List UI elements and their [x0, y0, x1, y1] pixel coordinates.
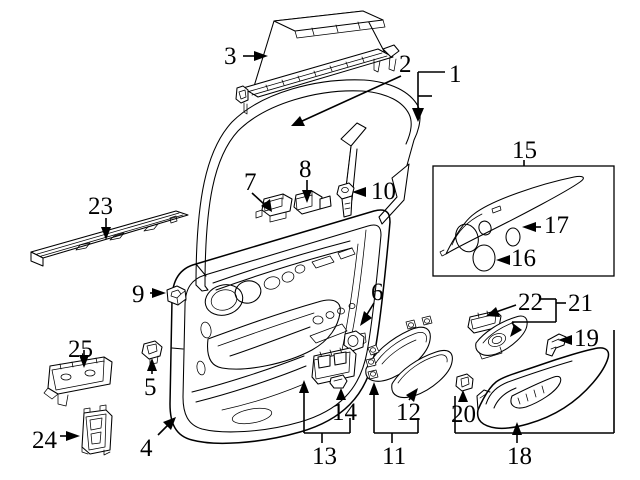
callout-label-25[interactable]: 25: [68, 336, 93, 363]
callout-label-3[interactable]: 3: [224, 43, 237, 70]
leader-10: [352, 187, 366, 197]
leader-8: [302, 180, 312, 203]
leader-12: [406, 388, 418, 402]
part-23-belt-molding: [30, 210, 189, 267]
leader-11: [369, 382, 419, 443]
leader-7: [251, 192, 272, 212]
callout-label-13[interactable]: 13: [312, 443, 337, 470]
callout-label-18[interactable]: 18: [507, 443, 532, 470]
leader-3: [243, 51, 268, 61]
leader-20: [458, 390, 468, 402]
callout-label-20[interactable]: 20: [451, 401, 476, 428]
callout-label-4[interactable]: 4: [140, 435, 153, 462]
part-10-screw-pin: [336, 182, 355, 218]
leader-23: [101, 218, 111, 240]
callout-label-10[interactable]: 10: [371, 178, 396, 205]
callout-label-6[interactable]: 6: [371, 279, 384, 306]
leader-17: [522, 222, 541, 232]
leader-24: [60, 431, 80, 441]
callout-label-12[interactable]: 12: [396, 399, 421, 426]
part-11-inside-handle: [365, 315, 433, 382]
part-18-armrest: [476, 347, 610, 430]
part-3-sunshade: [235, 10, 400, 115]
callout-label-11[interactable]: 11: [382, 443, 407, 470]
leader-5: [147, 358, 157, 374]
leader-1: [412, 71, 445, 122]
leader-2: [291, 75, 402, 126]
callout-label-5[interactable]: 5: [144, 374, 157, 401]
part-5-retainer-clip: [141, 340, 163, 365]
callout-label-7[interactable]: 7: [244, 169, 257, 196]
callout-label-16[interactable]: 16: [511, 245, 536, 272]
leader-14: [336, 388, 346, 400]
callout-label-17[interactable]: 17: [544, 212, 569, 239]
part-9-grommet: [166, 285, 187, 306]
leader-4: [157, 417, 176, 436]
part-4-door-trim-panel: [169, 209, 391, 445]
leader-19: [558, 335, 572, 345]
part-14-switch-cap: [329, 374, 348, 389]
callout-label-1[interactable]: 1: [449, 61, 462, 88]
leader-22: [486, 304, 517, 317]
callout-label-23[interactable]: 23: [88, 193, 113, 220]
part-25-switch-module: [43, 356, 113, 407]
part-13-window-switch: [311, 347, 357, 385]
part-8-retainer-clip: [293, 190, 332, 215]
callout-label-24[interactable]: 24: [32, 427, 57, 454]
leader-18: [454, 330, 615, 443]
part-7-clip-bracket: [255, 193, 293, 223]
leader-6: [360, 302, 375, 326]
part-19-armrest-cap: [545, 333, 567, 357]
callout-label-19[interactable]: 19: [574, 325, 599, 352]
callout-label-14[interactable]: 14: [332, 399, 357, 426]
part-20-screw-cover-plug: [455, 373, 474, 392]
part-6-grommet-plug: [343, 330, 367, 352]
leader-9: [150, 288, 166, 298]
callout-label-22[interactable]: 22: [518, 289, 543, 316]
part-12-handle-bezel: [391, 349, 453, 399]
leader-13: [299, 380, 351, 443]
callout-label-21[interactable]: 21: [568, 290, 593, 317]
leader-25: [79, 350, 89, 368]
callout-label-9[interactable]: 9: [132, 281, 145, 308]
part-24-window-lift-switch: [81, 404, 113, 456]
callout-label-15[interactable]: 15: [512, 137, 537, 164]
leader-21: [510, 298, 566, 337]
leader-16: [496, 255, 510, 265]
callout-label-8[interactable]: 8: [299, 156, 312, 183]
callout-label-2[interactable]: 2: [399, 51, 412, 78]
